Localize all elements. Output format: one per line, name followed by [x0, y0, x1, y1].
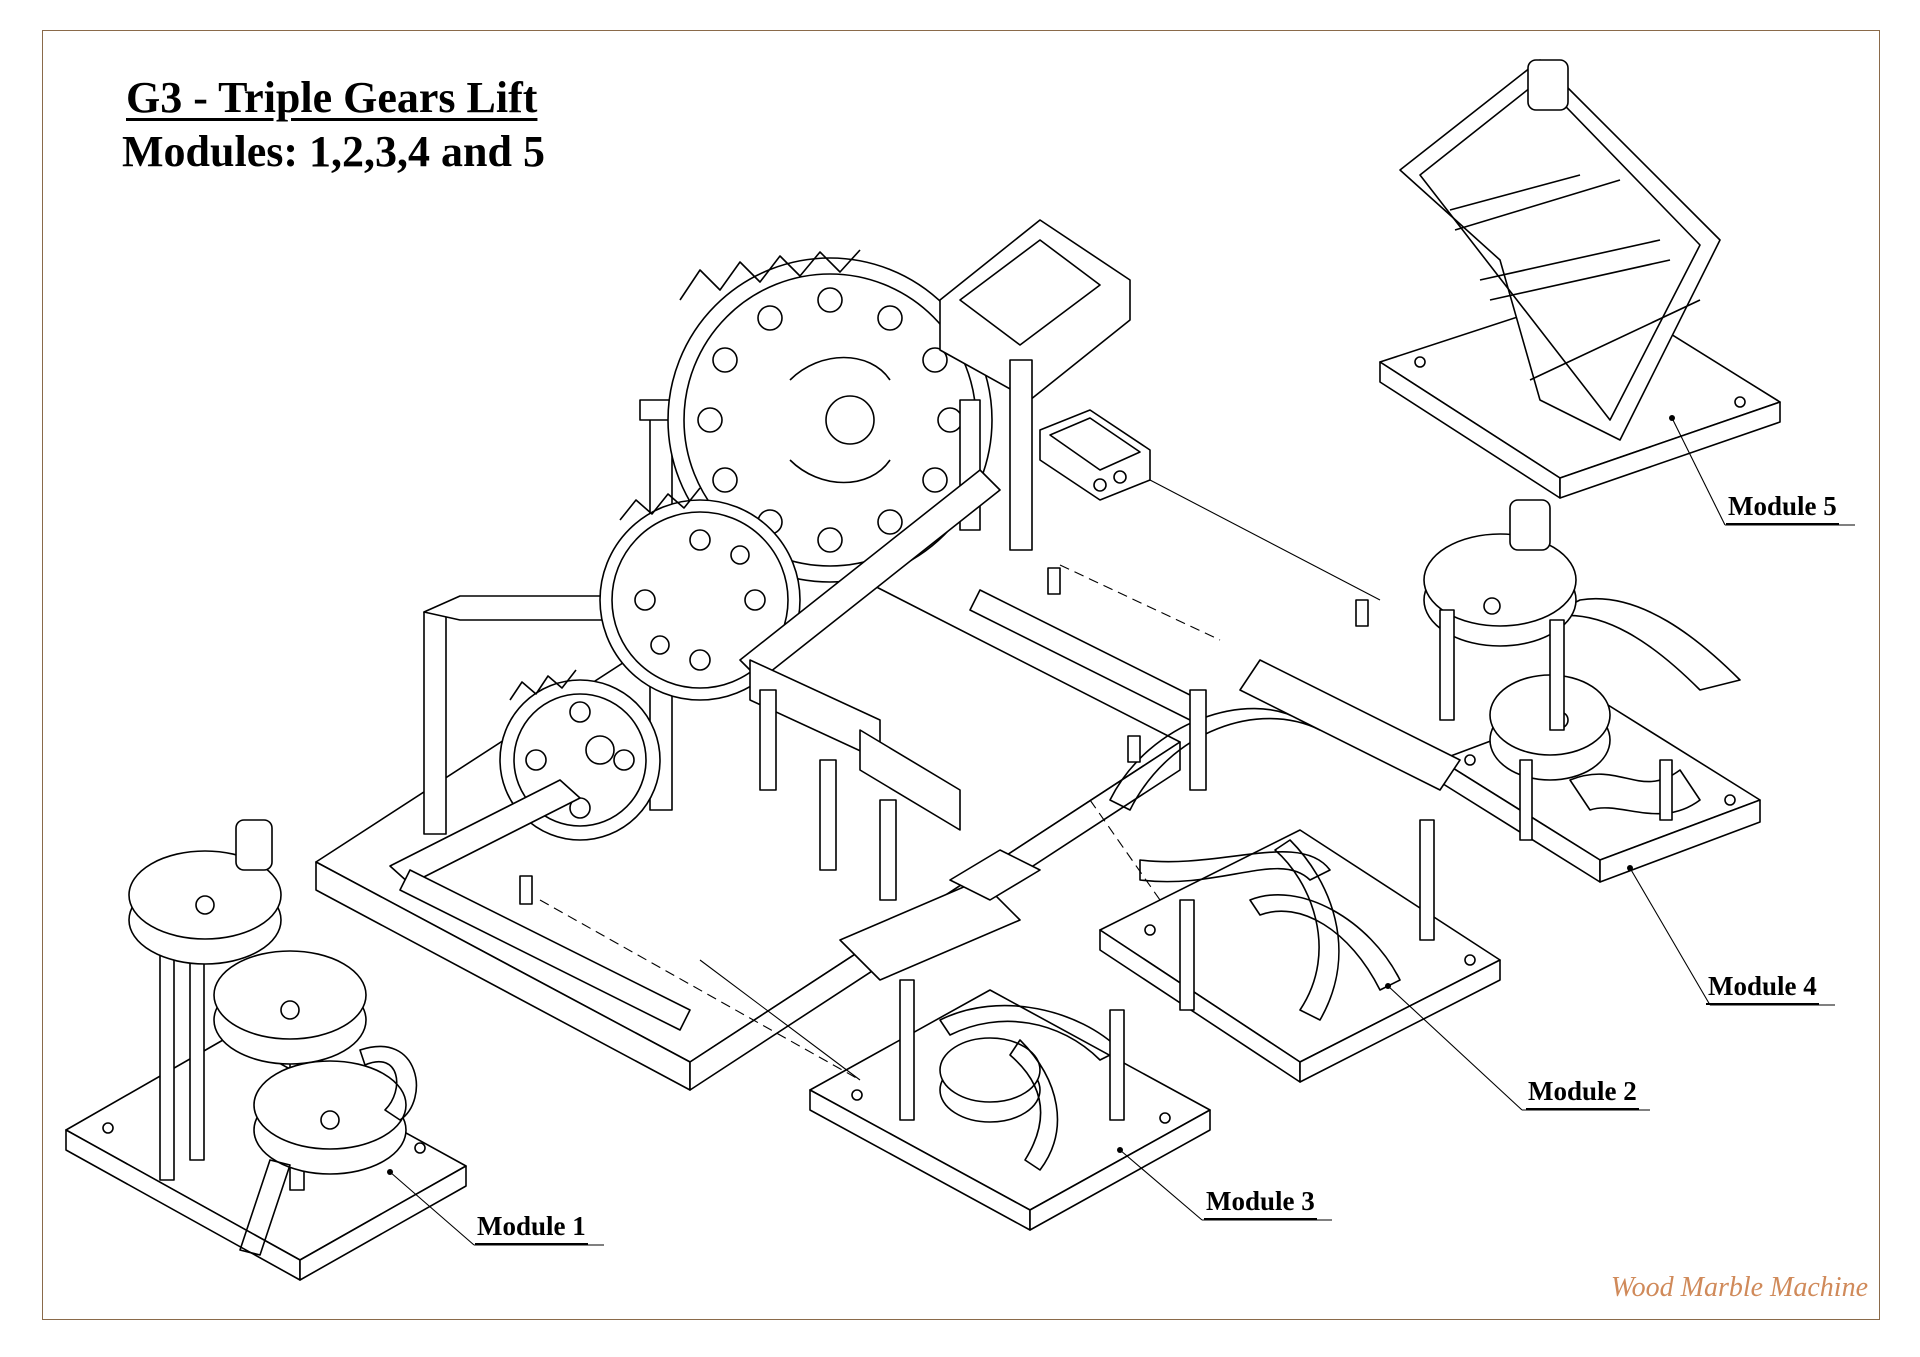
label-leader-lines	[387, 415, 1855, 1246]
module-3-label: Module 3	[1204, 1186, 1317, 1220]
module-5-label: Module 5	[1726, 491, 1839, 525]
module-4-assembly	[1423, 499, 1761, 883]
module-2-assembly	[1099, 659, 1501, 1083]
module-1-assembly	[65, 819, 467, 1281]
diagram-subtitle: Modules: 1,2,3,4 and 5	[122, 127, 545, 176]
diagram-title: G3 - Triple Gears Lift	[126, 73, 538, 122]
big-gear-holes	[697, 287, 963, 553]
module-3-assembly	[809, 849, 1211, 1231]
drawing-frame	[42, 30, 1880, 1320]
module-4-label: Module 4	[1706, 971, 1819, 1005]
module-connection-lines	[539, 479, 1381, 1081]
triple-gears-tower	[389, 219, 1369, 1031]
module-1-label: Module 1	[475, 1211, 588, 1245]
credit-text: Wood Marble Machine	[1610, 1272, 1868, 1303]
module-2-label: Module 2	[1526, 1076, 1639, 1110]
module-5-assembly	[1379, 59, 1781, 499]
